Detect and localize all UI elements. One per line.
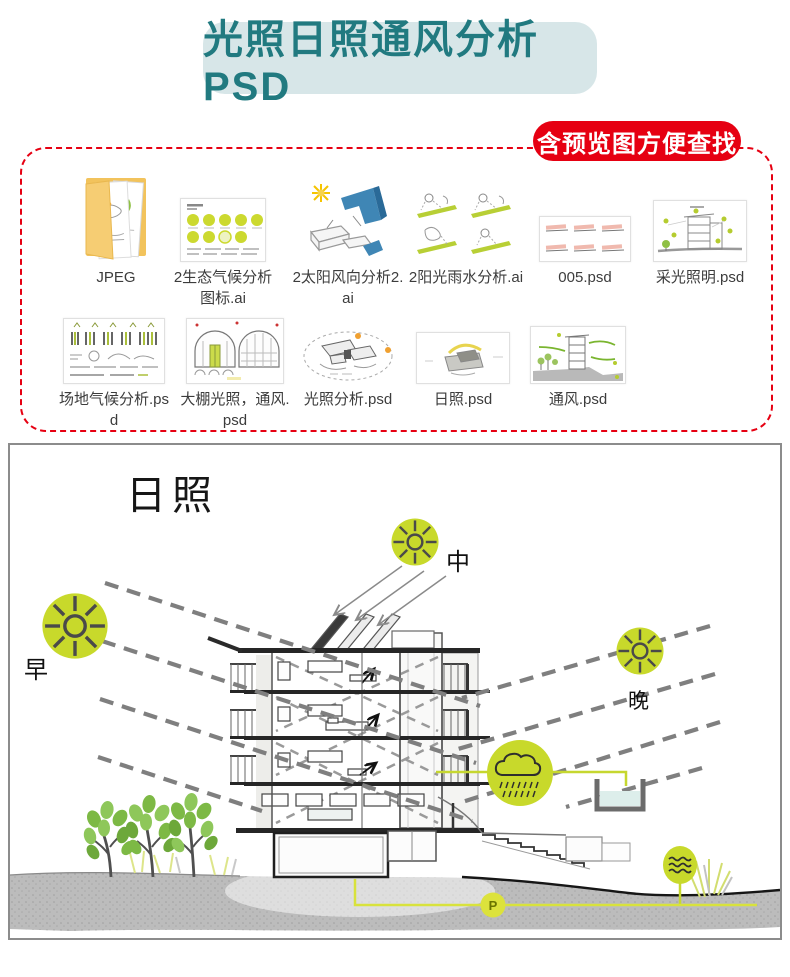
file-name: 2阳光雨水分析.ai xyxy=(408,269,524,286)
files-panel xyxy=(20,147,773,432)
label-morning: 早 xyxy=(24,657,48,684)
file-name: 采光照明.psd xyxy=(655,269,745,286)
diagram-title: 日照 xyxy=(126,474,218,518)
sun-wind-thumbnail xyxy=(303,180,393,262)
file-item-sunshine[interactable]: 日照.psd xyxy=(408,318,518,410)
label-noon: 中 xyxy=(446,549,470,576)
file-item-ventilation[interactable]: 通风.psd xyxy=(522,318,634,410)
sections-thumbnail xyxy=(539,216,631,262)
file-item-jpeg[interactable]: JPEG xyxy=(70,170,162,288)
basement xyxy=(272,830,437,879)
site-climate-thumbnail xyxy=(63,318,165,384)
greenhouse-thumbnail xyxy=(186,318,284,384)
file-name: JPEG xyxy=(96,269,136,286)
folder-icon xyxy=(83,174,149,262)
balcony-railings xyxy=(230,663,469,782)
rain-recycle xyxy=(436,740,646,812)
label-evening: 晚 xyxy=(628,690,649,713)
file-item-greenhouse[interactable]: 大棚光照，通风.psd xyxy=(178,318,292,431)
file-item-eco-icons[interactable]: 2生态气候分析图标.ai xyxy=(168,170,278,309)
sun-icon-morning xyxy=(40,591,110,661)
page-title: 光照日照通风分析PSD xyxy=(203,17,539,109)
light-analysis-thumbnail xyxy=(300,324,396,384)
building-section xyxy=(207,613,631,879)
preview-badge-label: 含预览图方便查找 xyxy=(537,130,737,158)
file-item-sun-wind[interactable]: 2太阳风向分析2.ai xyxy=(292,170,404,309)
file-name: 通风.psd xyxy=(548,391,608,408)
file-name: 2太阳风向分析2.ai xyxy=(292,269,404,307)
parking-marker xyxy=(480,892,506,918)
file-item-site-climate[interactable]: 场地气候分析.psd xyxy=(56,318,172,431)
file-name: 日照.psd xyxy=(433,391,493,408)
file-name: 光照分析.psd xyxy=(303,391,393,408)
sun-icon-noon xyxy=(390,517,440,567)
ground xyxy=(10,865,780,931)
solar-panels xyxy=(311,613,401,652)
sun-rays-morning xyxy=(97,581,481,823)
trees xyxy=(83,793,218,878)
file-name: 005.psd xyxy=(558,269,612,286)
noon-sun-arrows xyxy=(334,565,447,625)
title-banner: 光照日照通风分析PSD xyxy=(203,18,597,109)
daylight-thumbnail xyxy=(653,200,747,262)
file-item-005[interactable]: 005.psd xyxy=(533,170,637,288)
grass xyxy=(129,850,733,898)
rain-cloud-icon xyxy=(487,740,553,806)
sunshine-thumbnail xyxy=(416,332,510,384)
floor-slabs xyxy=(230,648,490,833)
file-item-light-analysis[interactable]: 光照分析.psd xyxy=(292,318,404,410)
entry-stairs xyxy=(437,796,631,870)
interior-light-rays xyxy=(275,655,439,825)
file-item-sun-rain[interactable]: 2阳光雨水分析.ai xyxy=(405,170,527,288)
sun-icon-evening xyxy=(615,626,665,676)
eco-icons-thumbnail xyxy=(180,198,266,262)
groundwater-icon xyxy=(663,846,697,905)
file-item-daylight[interactable]: 采光照明.psd xyxy=(645,170,755,288)
file-name: 2生态气候分析图标.ai xyxy=(173,269,273,307)
water-container xyxy=(594,779,646,812)
file-name: 大棚光照，通风.psd xyxy=(180,391,290,429)
service-line: P xyxy=(353,879,757,918)
sun-rays-evening xyxy=(457,623,721,810)
ventilation-thumbnail xyxy=(530,326,626,384)
preview-image: P 日照 早 中 晚 xyxy=(8,443,782,940)
preview-badge: 含预览图方便查找 xyxy=(533,121,741,161)
sunshine-analysis-svg: P 日照 早 中 晚 xyxy=(10,474,780,931)
file-name: 场地气候分析.psd xyxy=(58,391,169,429)
parking-marker-label: P xyxy=(489,898,498,913)
sun-rain-thumbnail xyxy=(413,188,519,262)
